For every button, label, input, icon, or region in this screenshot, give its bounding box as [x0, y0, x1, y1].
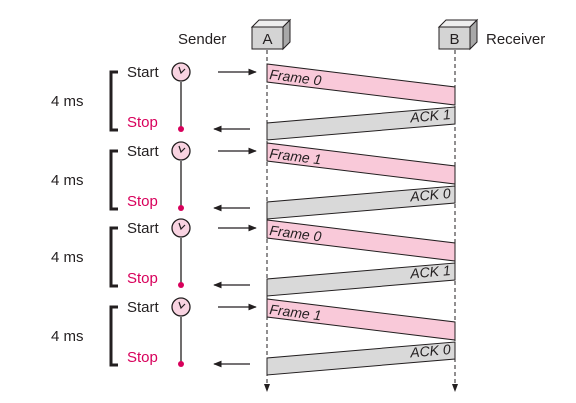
stop-label: Stop [127, 193, 158, 210]
frame-band [266, 142, 456, 185]
station-b-box: B [437, 18, 479, 51]
timer-duration-label: 4 ms [51, 328, 84, 345]
timer-duration-label: 4 ms [51, 249, 84, 266]
ack-label: ACK 0 [409, 341, 452, 361]
sender-label: Sender [178, 31, 226, 48]
ack-band [266, 262, 456, 297]
receiver-timeline-arrowhead [452, 384, 458, 392]
stop-label: Stop [127, 114, 158, 131]
ack-label: ACK 0 [409, 185, 452, 205]
start-label: Start [127, 64, 160, 81]
timer-duration-label: 4 ms [51, 172, 84, 189]
station-a-label: A [262, 31, 272, 48]
frame-band [266, 298, 456, 341]
frame-band [266, 219, 456, 262]
timer-bracket [109, 70, 118, 132]
clock-hands-icon [178, 145, 186, 154]
timer-bracket [109, 305, 118, 367]
clock-hands-icon [178, 66, 186, 75]
station-b-label: B [449, 31, 459, 48]
start-label: Start [127, 299, 160, 316]
timer-bracket [109, 226, 118, 288]
ack-band [266, 106, 456, 141]
clock-hands-icon [178, 301, 186, 310]
station-a-box: A [250, 18, 292, 51]
start-label: Start [127, 220, 160, 237]
ack-band [266, 341, 456, 376]
stop-dot-icon [178, 126, 184, 132]
stop-label: Stop [127, 349, 158, 366]
receiver-label: Receiver [486, 31, 545, 48]
ack-label: ACK 1 [409, 262, 452, 281]
timer-bracket [109, 149, 118, 211]
sender-timeline-arrowhead [264, 384, 270, 392]
stop-label: Stop [127, 270, 158, 287]
ack-label: ACK 1 [409, 106, 452, 125]
frame-label: Frame 1 [269, 301, 323, 323]
frame-label: Frame 0 [269, 222, 323, 244]
start-label: Start [127, 143, 160, 160]
frame-band [266, 63, 456, 106]
ack-band [266, 185, 456, 220]
stop-dot-icon [178, 361, 184, 367]
frame-label: Frame 1 [269, 145, 323, 167]
clock-hands-icon [178, 222, 186, 231]
stop-dot-icon [178, 205, 184, 211]
timer-duration-label: 4 ms [51, 93, 84, 110]
frame-label: Frame 0 [269, 66, 323, 88]
stop-dot-icon [178, 282, 184, 288]
